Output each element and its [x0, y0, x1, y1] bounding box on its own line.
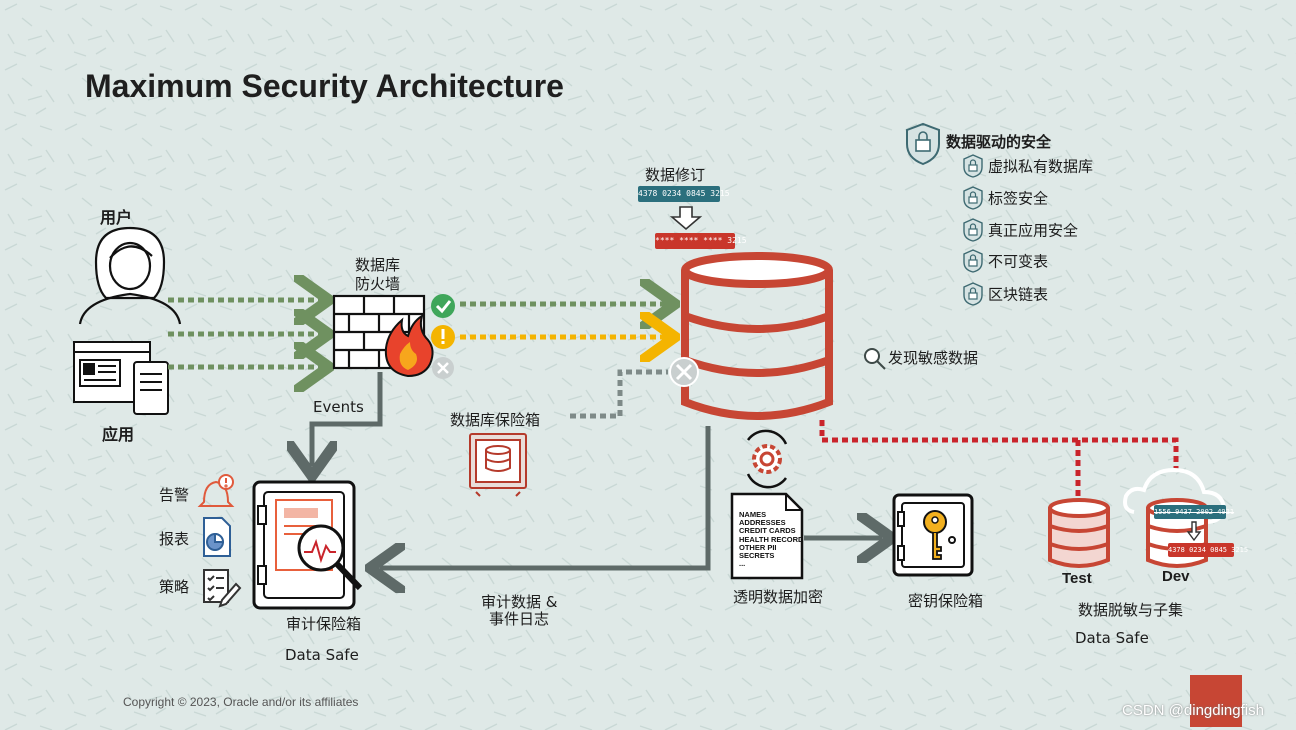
- data-driven-item-label: 真正应用安全: [988, 221, 1079, 240]
- policy-label: 策略: [159, 578, 190, 596]
- page-title: Maximum Security Architecture: [85, 68, 564, 104]
- audit-vault-label: 审计保险箱: [286, 615, 362, 633]
- document-line: OTHER PII: [739, 542, 777, 552]
- lock-shield-icon: [963, 218, 983, 242]
- magnifier-icon: [864, 348, 886, 370]
- document-line: HEALTH RECORD: [739, 534, 804, 544]
- fire-icon: [384, 313, 434, 378]
- report-icon: [203, 517, 231, 557]
- vault-label: 数据库保险箱: [450, 411, 541, 429]
- lock-shield-icon: [963, 154, 983, 178]
- audit-flow: [380, 426, 711, 568]
- data-driven-item: 区块链表: [962, 282, 1048, 306]
- report-label: 报表: [159, 530, 190, 548]
- vault-safe-icon: [469, 433, 527, 497]
- alert-label: 告警: [159, 486, 190, 504]
- block-icon: [432, 357, 454, 379]
- data-driven-item-label: 标签安全: [988, 189, 1049, 208]
- down-arrow-icon: [669, 206, 703, 231]
- data-driven-item-label: 不可变表: [988, 252, 1049, 271]
- document-icon: [730, 492, 804, 580]
- card-plain: 4378 0234 0845 3215: [638, 186, 730, 202]
- audit-vault-icon: [252, 480, 363, 610]
- data-driven-item-label: 区块链表: [988, 285, 1049, 304]
- document-line: NAMES: [739, 510, 767, 519]
- lock-shield-icon: [963, 282, 983, 306]
- copyright: Copyright © 2023, Oracle and/or its affi…: [123, 695, 359, 709]
- document-line: ADDRESSES: [739, 518, 786, 528]
- audit-flow-line2: 事件日志: [489, 610, 550, 628]
- database-icon: [681, 252, 833, 420]
- card-masked: **** **** **** 3215: [655, 233, 747, 249]
- watermark: CSDN @dingdingfish: [1122, 702, 1264, 719]
- masking-product-label: Data Safe: [1075, 629, 1149, 647]
- data-driven-item: 不可变表: [962, 249, 1048, 273]
- redaction-label: 数据修订: [645, 166, 706, 184]
- user-icon: [78, 226, 182, 325]
- policy-icon: [203, 569, 242, 608]
- document-line: SECRETS: [739, 551, 775, 561]
- user-label: 用户: [100, 208, 133, 227]
- test-label: Test: [1062, 570, 1092, 587]
- vault-flow: [570, 369, 668, 419]
- lock-shield-icon: [963, 186, 983, 210]
- card-dev-plain: 4378 0234 0845 3215: [1168, 543, 1248, 557]
- data-driven-item-label: 虚拟私有数据库: [988, 157, 1094, 176]
- audit-product-label: Data Safe: [285, 646, 359, 664]
- document-line: CREDIT CARDS: [739, 526, 796, 536]
- gear-cycle-icon: [746, 429, 788, 489]
- document-text: NAMES ADDRESSES CREDIT CARDS HEALTH RECO…: [739, 510, 804, 569]
- key-vault-label: 密钥保险箱: [908, 592, 984, 610]
- masking-label: 数据脱敏与子集: [1078, 601, 1184, 619]
- firewall-label-line2: 防火墙: [355, 275, 401, 293]
- application-icon: [73, 341, 169, 415]
- tde-label: 透明数据加密: [733, 588, 824, 606]
- dev-label: Dev: [1162, 568, 1190, 585]
- events-flow: [312, 372, 383, 466]
- warning-icon: [431, 325, 455, 349]
- bell-alert-icon: [197, 474, 235, 507]
- inbound-flows: [168, 300, 324, 367]
- data-driven-item: 标签安全: [962, 186, 1048, 210]
- audit-flow-line1: 审计数据 &: [481, 593, 558, 611]
- firewall-label-line1: 数据库: [355, 256, 401, 274]
- document-line: ...: [739, 559, 746, 569]
- application-label: 应用: [102, 425, 135, 444]
- data-driven-item: 真正应用安全: [962, 218, 1078, 242]
- events-label: Events: [313, 398, 364, 416]
- data-driven-heading: 数据驱动的安全: [946, 133, 1052, 151]
- discover-label: 发现敏感数据: [888, 349, 979, 367]
- card-scrambled: 1556 9437 2002 4921: [1154, 505, 1234, 519]
- dev-arrow-icon: [1186, 521, 1202, 542]
- masking-flow: [819, 420, 1179, 496]
- lock-shield-icon: [963, 249, 983, 273]
- check-icon: [431, 294, 455, 318]
- test-database-icon: [1048, 498, 1110, 568]
- oracle-logo: [1190, 675, 1242, 727]
- key-safe-icon: [892, 493, 974, 577]
- data-driven-item: 虚拟私有数据库: [962, 154, 1093, 178]
- lock-shield-icon: [906, 122, 940, 166]
- blocked-access-icon: [669, 357, 699, 387]
